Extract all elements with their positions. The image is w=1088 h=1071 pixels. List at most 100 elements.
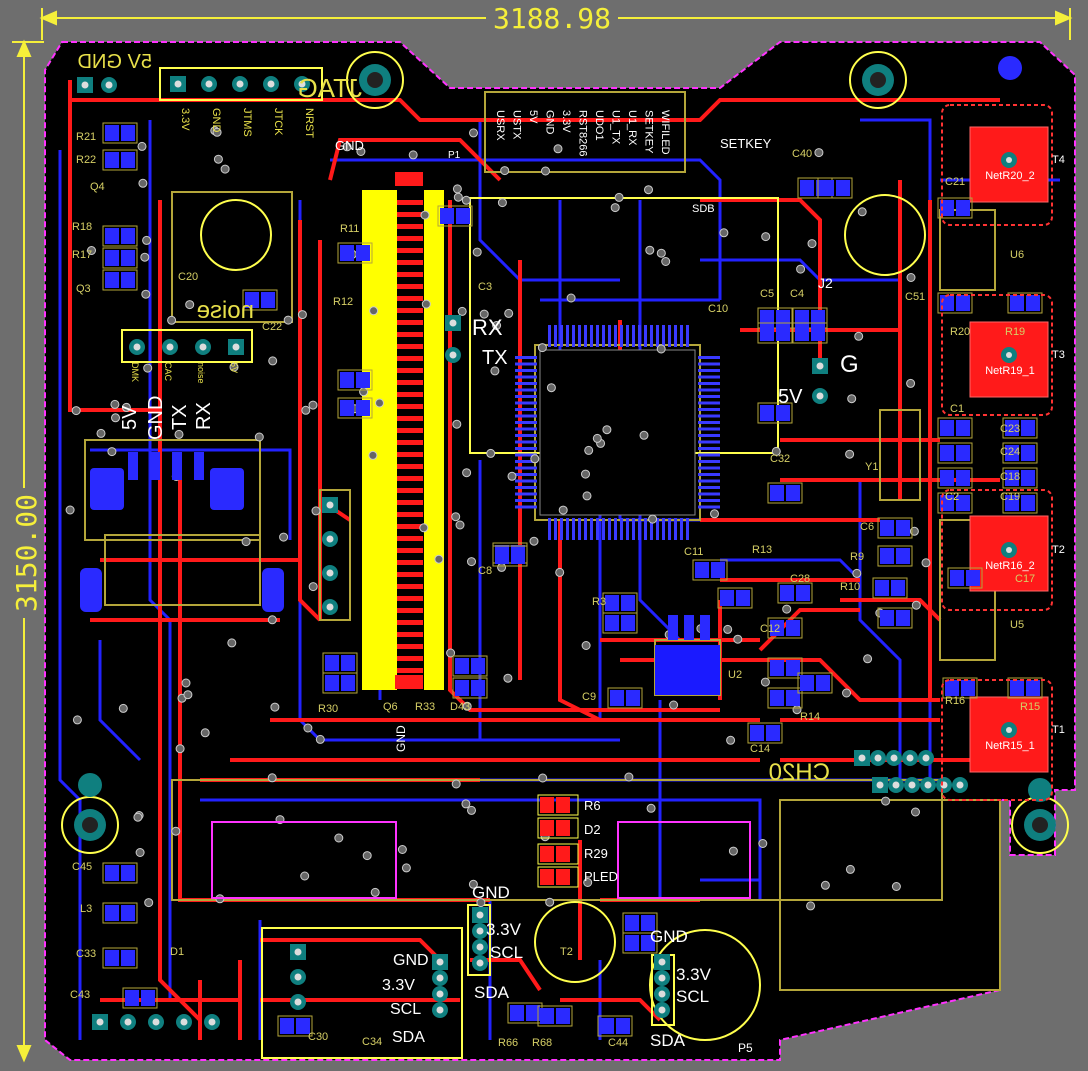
smd-pad-pair: [942, 677, 978, 699]
mcu-pin: [620, 518, 623, 540]
jtag-pin-label: GND: [210, 108, 222, 133]
mcu-pin: [698, 479, 720, 483]
via: [65, 505, 75, 515]
fpc-pin: [397, 596, 423, 601]
smd-pad-pair: [102, 269, 138, 291]
smd-pad-pair: [717, 587, 753, 609]
smd-pad-pair: [322, 672, 358, 694]
via: [581, 641, 591, 650]
via: [301, 405, 311, 415]
smd-pad-pair: [872, 577, 908, 599]
designator: C21: [945, 176, 965, 188]
designator: C20: [178, 271, 198, 283]
smd-pad-pair: [777, 582, 813, 604]
fpc-pin: [397, 632, 423, 637]
mcu-pin: [614, 325, 617, 347]
smd-pad-pair: [757, 402, 793, 424]
via: [814, 148, 824, 158]
via: [530, 454, 540, 464]
testpoint-id: T4: [1052, 154, 1065, 166]
designator: C22: [262, 321, 282, 333]
via: [476, 898, 486, 908]
via: [420, 210, 430, 220]
mcu-pin: [698, 356, 720, 359]
mcu-pin: [698, 382, 720, 385]
noise-pin-label: CAC: [163, 362, 173, 382]
smd-pad-pair: [102, 225, 138, 247]
mcu-pin: [680, 325, 683, 347]
designator: C43: [70, 989, 90, 1001]
setkey-label: SETKEY: [720, 136, 772, 151]
via: [469, 128, 478, 138]
fpc-pin: [397, 248, 423, 253]
smd-pad-pair: [692, 559, 728, 581]
i2c-a-sda: SDA: [474, 983, 510, 1002]
via: [359, 387, 369, 397]
mcu-pin: [566, 518, 569, 540]
via: [268, 356, 278, 366]
sdb-label: SDB: [692, 203, 715, 215]
designator: D1: [170, 946, 184, 958]
designator: C10: [708, 303, 728, 315]
j2-5v-label: 5V: [778, 386, 803, 408]
smd-pad-pair: [102, 122, 138, 144]
led-pad-pair: [537, 794, 579, 816]
designator: R21: [76, 131, 96, 143]
designator: Q4: [90, 181, 105, 193]
smd-pad-pair: [1007, 292, 1043, 314]
smd-pads: [102, 122, 1043, 1037]
via: [761, 232, 771, 242]
designator: R33: [415, 701, 435, 713]
mcu-pin: [698, 440, 720, 444]
via: [451, 779, 461, 789]
led-r29-label: R29: [584, 846, 608, 861]
designator: R14: [800, 711, 820, 723]
smd-pad-pair: [1002, 417, 1038, 439]
via: [144, 898, 154, 908]
via: [311, 506, 321, 516]
mcu-pin: [515, 499, 537, 502]
via: [863, 654, 873, 664]
led-pad-pair: [537, 843, 579, 865]
module-outlines: [211, 104, 1053, 899]
designator: C8: [478, 565, 492, 577]
noise-title: noise: [197, 297, 254, 324]
j2-g-label: G: [840, 351, 859, 378]
smd-pad-pair: [877, 545, 913, 567]
via: [546, 383, 556, 393]
mcu-pin: [554, 518, 557, 540]
mcu-pin: [698, 395, 720, 398]
via: [582, 491, 592, 501]
via: [118, 703, 128, 713]
via: [545, 897, 555, 907]
designator: C11: [684, 546, 703, 558]
mcu-pin: [698, 447, 720, 450]
via: [461, 195, 471, 205]
via: [142, 235, 152, 245]
mcu-pin: [674, 325, 677, 347]
smd-pad-pair: [337, 369, 373, 391]
power-left-tx: TX: [169, 404, 191, 430]
width-dimension-label: 3188.98: [493, 2, 611, 35]
designator: C14: [750, 743, 770, 755]
mcu-pin: [566, 325, 569, 347]
fpc-pin: [397, 344, 423, 349]
mcu-pin: [515, 473, 537, 476]
fpc-pin: [397, 500, 423, 505]
via: [71, 406, 81, 416]
via: [297, 310, 307, 320]
designator: R66: [498, 1037, 518, 1049]
smd-pad-pair: [102, 947, 138, 969]
designator: R22: [76, 154, 96, 166]
mcu-pin: [662, 518, 665, 540]
testpoint-drill: [1006, 547, 1012, 553]
via: [110, 399, 120, 409]
designator: D43: [450, 701, 470, 713]
via: [370, 887, 380, 897]
via: [200, 728, 210, 738]
via: [171, 826, 181, 836]
mcu-pin: [698, 388, 720, 392]
mcu-pin: [602, 325, 605, 347]
designator: C3: [478, 281, 492, 293]
